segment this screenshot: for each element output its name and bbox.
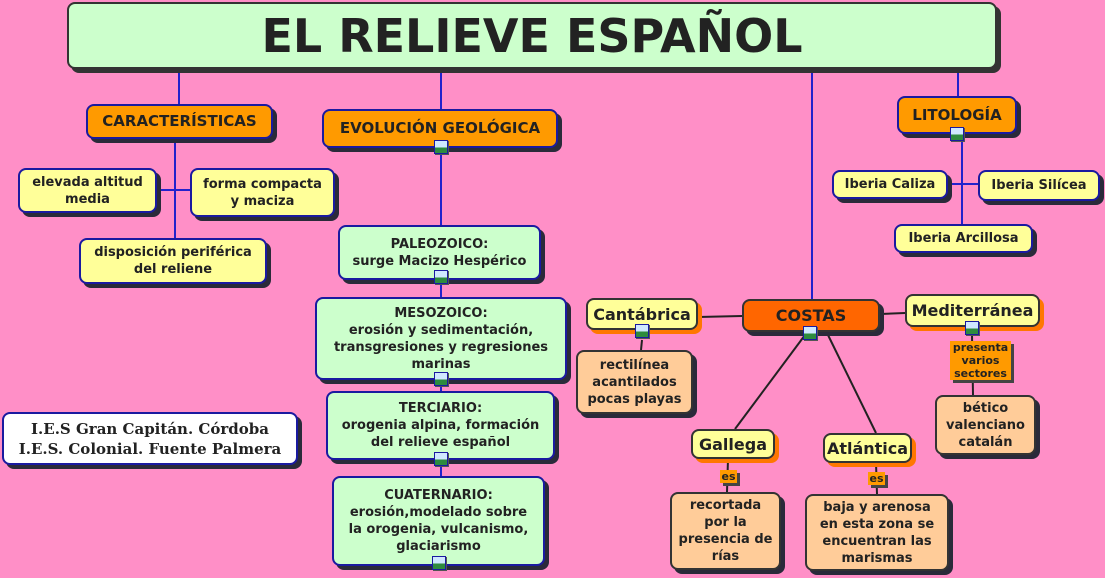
link-label-presenta: presenta varios sectores: [950, 341, 1011, 380]
node-terciario[interactable]: TERCIARIO: orogenia alpina, formación de…: [326, 391, 555, 460]
node-atlantica-desc[interactable]: baja y arenosa en esta zona se encuentra…: [805, 494, 949, 571]
image-icon[interactable]: [434, 372, 448, 386]
node-forma-compacta[interactable]: forma compacta y maciza: [190, 168, 335, 217]
node-gallega-desc[interactable]: recortada por la presencia de rías: [670, 492, 781, 570]
image-icon[interactable]: [950, 127, 964, 141]
map-title: EL RELIEVE ESPAÑOL: [67, 2, 997, 69]
image-icon[interactable]: [434, 452, 448, 466]
image-icon[interactable]: [432, 556, 446, 570]
node-atlantica[interactable]: Atlántica: [823, 433, 912, 463]
node-iberia-caliza[interactable]: Iberia Caliza: [832, 170, 948, 199]
node-mesozoico[interactable]: MESOZOICO: erosión y sedimentación, tran…: [315, 297, 567, 380]
image-icon[interactable]: [803, 326, 817, 340]
node-cuaternario[interactable]: CUATERNARIO: erosión,modelado sobre la o…: [332, 476, 545, 566]
node-elevada-altitud[interactable]: elevada altitud media: [18, 168, 157, 213]
node-caracteristicas[interactable]: CARACTERÍSTICAS: [86, 104, 273, 139]
node-costas[interactable]: COSTAS: [742, 299, 880, 332]
node-mediterranea-desc[interactable]: bético valenciano catalán: [935, 395, 1036, 455]
image-icon[interactable]: [965, 321, 979, 335]
node-disposicion-periferica[interactable]: disposición periférica del reliene: [79, 238, 267, 284]
node-gallega[interactable]: Gallega: [691, 429, 775, 459]
credits-box: I.E.S Gran Capitán. Córdoba I.E.S. Colon…: [2, 412, 298, 465]
image-icon[interactable]: [434, 140, 448, 154]
link-label-es-atlantica: es: [868, 472, 885, 485]
node-cantabrica-desc[interactable]: rectilínea acantilados pocas playas: [576, 350, 693, 414]
link-label-es-gallega: es: [720, 470, 737, 483]
image-icon[interactable]: [434, 270, 448, 284]
node-iberia-silicea[interactable]: Iberia Silícea: [978, 170, 1100, 201]
node-iberia-arcillosa[interactable]: Iberia Arcillosa: [894, 224, 1033, 253]
image-icon[interactable]: [635, 324, 649, 338]
